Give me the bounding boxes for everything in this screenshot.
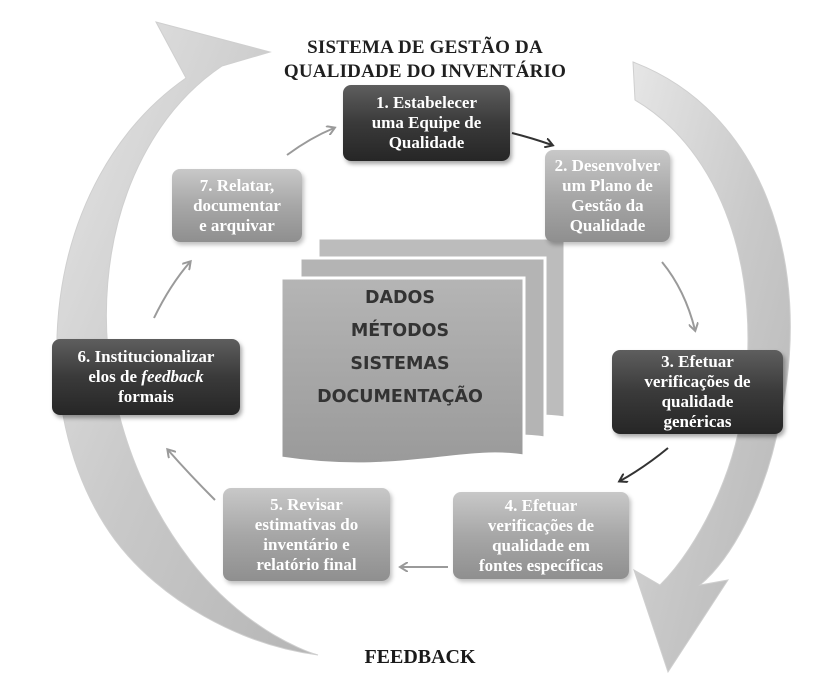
step-2-line-4: Qualidade (569, 216, 646, 235)
step-5-line-4: relatório final (256, 554, 357, 574)
step-2-line-2: um Plano de (562, 176, 653, 195)
step-3-box: 3. Efetuar verificações de qualidade gen… (612, 350, 783, 434)
right-feedback-arrow (632, 61, 791, 674)
step-5-line-3: inventário e (263, 534, 350, 554)
title-line-2: QUALIDADE DO INVENTÁRIO (283, 61, 567, 82)
diagram-title: SISTEMA DE GESTÃO DA QUALIDADE DO INVENT… (240, 36, 610, 84)
step-4-line-1: 4. Efetuar (504, 495, 578, 515)
step-6-feedback-emphasis: feedback (141, 367, 204, 386)
step-6-line-2-prefix: elos de (88, 367, 142, 386)
step-6-line-1: 6. Institucionalizar (77, 347, 215, 366)
step-5-line-2: estimativas do (254, 514, 359, 534)
arrow-1-to-2 (511, 132, 552, 145)
doc-label-dados: DADOS (364, 288, 436, 308)
step-4-line-2: verificações de (487, 515, 595, 535)
arrow-7-to-1 (286, 128, 334, 156)
arrow-2-to-3 (661, 261, 695, 330)
step-4-box: 4. Efetuar verificações de qualidade em … (453, 492, 629, 579)
step-2-box: 2. Desenvolver um Plano de Gestão da Qua… (545, 150, 670, 242)
document-stack (279, 236, 567, 466)
step-3-line-1: 3. Efetuar (661, 352, 734, 371)
step-3-line-2: verificações de (644, 372, 751, 391)
step-1-line-1: 1. Estabelecer (375, 93, 478, 112)
arrow-5-to-6 (168, 450, 216, 501)
step-7-box: 7. Relatar, documentar e arquivar (172, 169, 302, 242)
step-6-line-3: formais (118, 387, 174, 406)
left-feedback-arrow (56, 21, 319, 656)
title-line-1: SISTEMA DE GESTÃO DA (307, 37, 543, 58)
step-3-line-3: qualidade (661, 392, 734, 411)
step-7-line-3: e arquivar (199, 215, 275, 235)
arrow-6-to-7 (153, 262, 190, 319)
step-7-line-2: documentar (193, 195, 281, 215)
doc-label-metodos: MÉTODOS (350, 321, 450, 341)
step-3-line-4: genéricas (663, 412, 732, 431)
step-6-line-2: elos de feedback (78, 367, 215, 387)
doc-label-documentacao: DOCUMENTAÇÃO (317, 387, 483, 407)
doc-label-sistemas: SISTEMAS (350, 354, 450, 374)
step-1-line-2: uma Equipe de (371, 113, 482, 132)
step-2-line-1: 2. Desenvolver (554, 156, 661, 175)
step-5-line-1: 5. Revisar (270, 494, 343, 514)
arrow-3-to-4 (620, 447, 669, 481)
step-5-box: 5. Revisar estimativas do inventário e r… (223, 488, 390, 581)
step-6-box: 6. Institucionalizar elos de feedback fo… (52, 339, 240, 415)
step-2-line-3: Gestão da (571, 196, 644, 215)
step-7-line-1: 7. Relatar, (199, 175, 275, 195)
step-4-line-4: fontes específicas (478, 555, 604, 575)
step-4-line-3: qualidade em (492, 535, 590, 555)
feedback-label: FEEDBACK (364, 646, 476, 668)
step-1-line-3: Qualidade (388, 133, 465, 152)
documents-label-group: DADOS MÉTODOS SISTEMAS DOCUMENTAÇÃO (286, 282, 514, 414)
step-1-box: 1. Estabelecer uma Equipe de Qualidade (343, 85, 510, 161)
